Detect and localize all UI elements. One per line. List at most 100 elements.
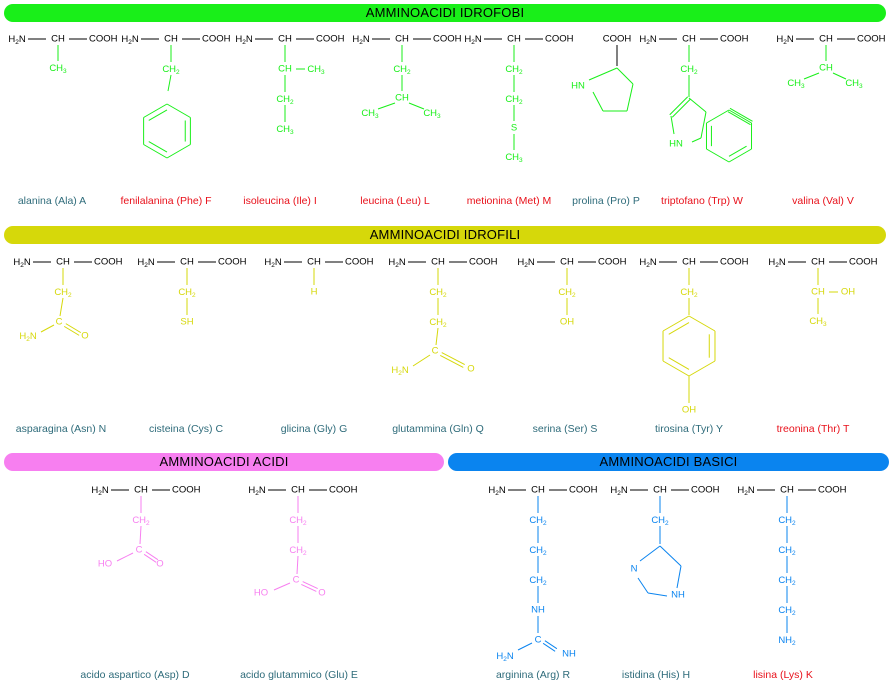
alpha-carbon: CH: [531, 485, 545, 496]
amino-acid-name: tirosina (Tyr) Y: [655, 423, 723, 435]
ch2-group: CH2: [276, 94, 294, 106]
amine-group: H2N: [517, 257, 535, 269]
alpha-carbon: CH: [507, 34, 521, 45]
ch2-group: CH2: [651, 515, 669, 527]
carbon-atom: C: [136, 545, 143, 556]
alpha-carbon: CH: [819, 34, 833, 45]
bond-line: [688, 360, 716, 377]
alpha-carbon: CH: [307, 257, 321, 268]
amino-acid-name: lisina (Lys) K: [753, 669, 813, 681]
hydrogen-atom: H: [311, 287, 318, 298]
amino-acid-name: leucina (Leu) L: [360, 195, 430, 207]
amine-group: H2N: [13, 257, 31, 269]
bond-line: [706, 109, 730, 124]
amine-group: H2N: [464, 34, 482, 46]
carboxyl-group: COOH: [720, 257, 749, 268]
ch2-group: CH2: [429, 287, 447, 299]
bond-line: [662, 360, 690, 377]
carboxyl-group: COOH: [603, 34, 632, 45]
amine-group: H2N: [137, 257, 155, 269]
amino-acid-name: acido aspartico (Asp) D: [80, 669, 190, 681]
oxygen-atom: O: [156, 559, 163, 570]
amino-acid-name: valina (Val) V: [792, 195, 854, 207]
bond-line: [616, 67, 634, 85]
oxygen-atom: O: [318, 588, 325, 599]
bond-line: [662, 315, 690, 332]
amino-acid-name: glutammina (Gln) Q: [392, 423, 484, 435]
bond-line: [647, 592, 668, 597]
bond-line: [139, 525, 142, 545]
amino-acid-name: cisteina (Cys) C: [149, 423, 224, 435]
bond-line: [296, 555, 299, 575]
bond-line: [626, 83, 634, 112]
alpha-carbon: CH: [180, 257, 194, 268]
carboxyl-group: COOH: [345, 257, 374, 268]
carboxyl-group: COOH: [469, 257, 498, 268]
alpha-carbon: CH: [560, 257, 574, 268]
bond-line: [670, 115, 675, 135]
carboxyl-group: COOH: [691, 485, 720, 496]
amine-group: H2N: [121, 34, 139, 46]
ch3-group: CH3: [423, 108, 441, 120]
bond-line: [669, 96, 689, 116]
bond-line: [832, 72, 847, 80]
bond-line: [671, 98, 691, 118]
amine-group: H2N: [8, 34, 26, 46]
bond-line: [166, 144, 191, 159]
bond-line: [588, 67, 618, 81]
nh-group: NH: [671, 590, 685, 601]
carbon-atom: C: [432, 346, 439, 357]
amine-group: NH2: [778, 635, 796, 647]
bond-line: [145, 551, 159, 561]
bond-line: [706, 148, 730, 163]
bond-line: [435, 327, 439, 346]
ch2-group: CH2: [505, 64, 523, 76]
bond-line: [659, 545, 682, 567]
ch3-group: CH3: [361, 108, 379, 120]
carboxyl-group: COOH: [89, 34, 118, 45]
bond-line: [441, 352, 465, 366]
bond-line: [143, 553, 157, 563]
hydroxyl-group: HO: [254, 588, 268, 599]
bond-line: [639, 545, 661, 562]
bond-line: [167, 74, 172, 92]
bond-line: [65, 323, 82, 334]
ch3-group: CH3: [307, 64, 325, 76]
ch2-group: CH2: [778, 575, 796, 587]
ch2-group: CH2: [132, 515, 150, 527]
bond-line: [676, 565, 682, 589]
amino-acid-name: serina (Ser) S: [533, 423, 598, 435]
bond-line: [148, 109, 168, 121]
nitrogen-atom: HN: [669, 139, 683, 150]
ch2-group: CH2: [680, 64, 698, 76]
bond-line: [143, 103, 168, 118]
amino-acid-name: fenilalanina (Phe) F: [120, 195, 211, 207]
hydroxyl-group: OH: [560, 317, 574, 328]
bond-line: [440, 354, 464, 368]
bond-line: [273, 582, 291, 591]
ch-group: CH: [819, 63, 833, 74]
oxygen-atom: O: [467, 364, 474, 375]
alpha-carbon: CH: [682, 257, 696, 268]
bond-line: [592, 91, 604, 112]
bond-line: [668, 357, 690, 370]
amino-acid-name: isoleucina (Ile) I: [243, 195, 317, 207]
ch2-group: CH2: [505, 94, 523, 106]
alpha-carbon: CH: [395, 34, 409, 45]
ch2-group: CH2: [680, 287, 698, 299]
amino-acid-name: treonina (Thr) T: [777, 423, 850, 435]
ch2-group: CH2: [778, 545, 796, 557]
nh-group: NH: [562, 649, 576, 660]
bond-line: [40, 324, 55, 333]
bond-line: [688, 315, 716, 332]
carboxyl-group: COOH: [329, 485, 358, 496]
ch2-group: CH2: [558, 287, 576, 299]
carboxyl-group: COOH: [720, 34, 749, 45]
